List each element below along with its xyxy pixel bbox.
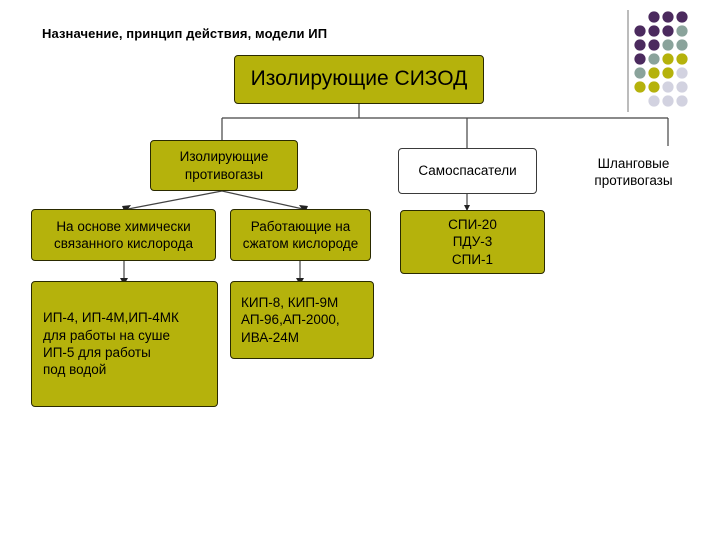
- node-compressed-models: КИП-8, КИП-9М АП-96,АП-2000, ИВА-24М: [230, 281, 374, 359]
- decorative-dot: [676, 95, 688, 107]
- connector-to-chemical: [127, 190, 223, 210]
- decorative-dot: [676, 39, 688, 51]
- node-compressed-oxygen-label: Работающие на сжатом кислороде: [242, 218, 359, 251]
- node-chemical-models: ИП-4, ИП-4М,ИП-4МК для работы на суше ИП…: [31, 281, 218, 407]
- decorative-dot: [648, 39, 660, 51]
- decorative-dot: [648, 25, 660, 37]
- decorative-dot: [648, 53, 660, 65]
- decorative-dot: [662, 81, 674, 93]
- node-self-rescuer-models: СПИ-20 ПДУ-3 СПИ-1: [400, 210, 545, 274]
- decorative-dot: [662, 95, 674, 107]
- decorative-dot: [634, 81, 646, 93]
- slide-title: Назначение, принцип действия, модели ИП: [42, 26, 328, 41]
- decorative-dot: [662, 53, 674, 65]
- decorative-dot: [676, 11, 688, 23]
- node-hose-gas-masks: Шланговые противогазы: [585, 146, 682, 198]
- arrow-head-self-models: [464, 205, 470, 211]
- node-isolating-gas-masks-label: Изолирующие противогазы: [179, 149, 269, 182]
- decorative-dot: [648, 95, 660, 107]
- decorative-dot: [648, 67, 660, 79]
- decorative-dot: [662, 11, 674, 23]
- node-chemical-models-label: ИП-4, ИП-4М,ИП-4МК для работы на суше ИП…: [43, 310, 179, 378]
- node-isolating-gas-masks: Изолирующие противогазы: [150, 140, 298, 191]
- node-hose-gas-masks-label: Шланговые противогазы: [594, 155, 673, 188]
- connector-to-compressed: [221, 190, 304, 210]
- node-isolating-sizod: Изолирующие СИЗОД: [234, 55, 484, 104]
- decorative-dot: [676, 53, 688, 65]
- node-isolating-sizod-label: Изолирующие СИЗОД: [250, 67, 468, 91]
- node-compressed-oxygen: Работающие на сжатом кислороде: [230, 209, 371, 261]
- decorative-dot: [634, 53, 646, 65]
- decorative-dot: [676, 67, 688, 79]
- decorative-dot: [662, 25, 674, 37]
- decorative-dot: [662, 67, 674, 79]
- node-chemical-oxygen: На основе химически связанного кислорода: [31, 209, 216, 261]
- node-compressed-models-label: КИП-8, КИП-9М АП-96,АП-2000, ИВА-24М: [241, 295, 340, 345]
- decorative-dot: [634, 25, 646, 37]
- node-self-rescuers-label: Самоспасатели: [418, 163, 517, 179]
- node-chemical-oxygen-label: На основе химически связанного кислорода: [54, 218, 193, 251]
- decorative-dot: [662, 39, 674, 51]
- decorative-dot: [648, 81, 660, 93]
- decorative-dot: [676, 25, 688, 37]
- decorative-dot: [648, 11, 660, 23]
- node-self-rescuers: Самоспасатели: [398, 148, 537, 194]
- decorative-dot: [676, 81, 688, 93]
- decorative-dot: [634, 39, 646, 51]
- decorative-dot: [634, 67, 646, 79]
- node-self-rescuer-models-label: СПИ-20 ПДУ-3 СПИ-1: [448, 217, 497, 267]
